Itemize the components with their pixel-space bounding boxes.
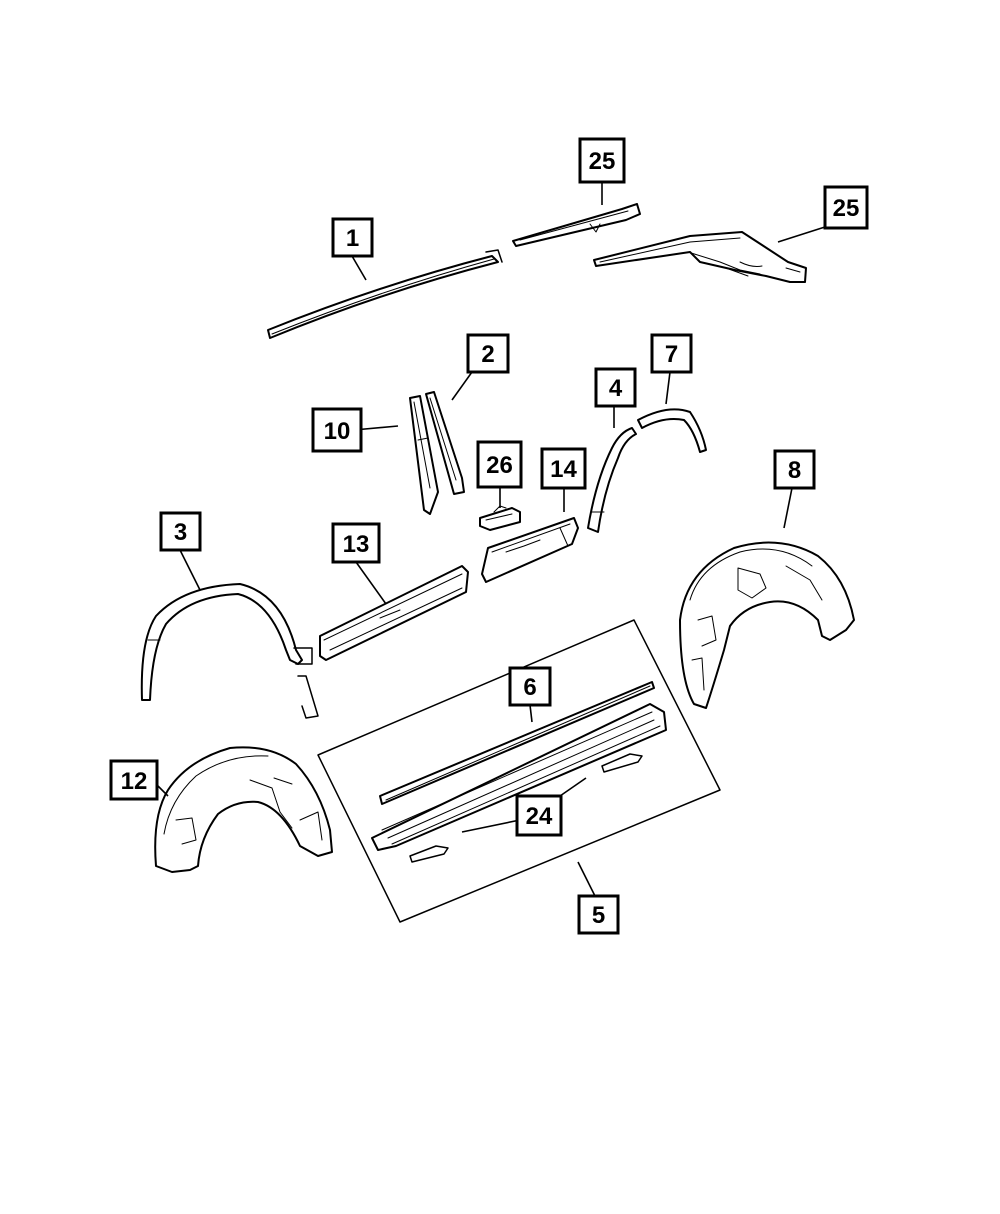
b-pillar-applique-part: [410, 392, 464, 514]
callout-24: 24: [515, 794, 563, 837]
callout-2: 2: [466, 333, 510, 374]
callout-14: 14: [540, 447, 587, 490]
callout-26: 26: [476, 440, 523, 489]
callout-1: 1: [331, 217, 374, 258]
svg-text:13: 13: [343, 531, 370, 558]
callout-8: 8: [773, 449, 816, 490]
callout-13: 13: [331, 522, 381, 564]
callout-4: 4: [594, 367, 637, 408]
callout-25-right: 25: [823, 185, 869, 230]
svg-text:7: 7: [665, 341, 678, 368]
callout-10: 10: [311, 407, 363, 453]
rear-door-molding-part: [482, 518, 578, 582]
svg-text:25: 25: [833, 195, 860, 222]
spoiler-segment-part: [513, 204, 640, 246]
svg-text:14: 14: [550, 456, 577, 483]
front-door-molding-part: [320, 566, 468, 660]
svg-text:25: 25: [589, 148, 616, 175]
rear-spoiler-part: [594, 232, 806, 282]
svg-text:12: 12: [121, 768, 148, 795]
front-wheelhouse-liner-part: [155, 747, 332, 872]
svg-text:1: 1: [346, 225, 359, 252]
sill-molding-part: [380, 682, 654, 804]
svg-text:3: 3: [174, 519, 187, 546]
svg-text:26: 26: [486, 452, 513, 479]
sill-kit-frame: [318, 620, 720, 922]
callout-7: 7: [650, 333, 693, 374]
rear-wheelhouse-liner-part: [680, 543, 854, 708]
callout-6: 6: [508, 666, 552, 707]
svg-text:4: 4: [609, 375, 623, 402]
svg-text:10: 10: [324, 418, 351, 445]
svg-text:6: 6: [523, 674, 536, 701]
svg-text:5: 5: [592, 902, 605, 929]
svg-text:8: 8: [788, 457, 801, 484]
callout-12: 12: [109, 759, 159, 801]
molding-clip-part: [480, 506, 520, 530]
callout-5: 5: [577, 894, 620, 935]
front-wheel-flare-part: [142, 584, 318, 718]
leader-lines: [151, 182, 829, 899]
roof-molding-part: [268, 250, 502, 338]
callout-25-top: 25: [578, 137, 626, 184]
rear-wheel-flare-part: [588, 409, 706, 532]
running-board-part: [372, 704, 666, 850]
callout-3: 3: [159, 511, 202, 552]
sill-end-cap-part: [410, 754, 642, 862]
svg-text:2: 2: [481, 341, 494, 368]
svg-text:24: 24: [526, 803, 553, 830]
